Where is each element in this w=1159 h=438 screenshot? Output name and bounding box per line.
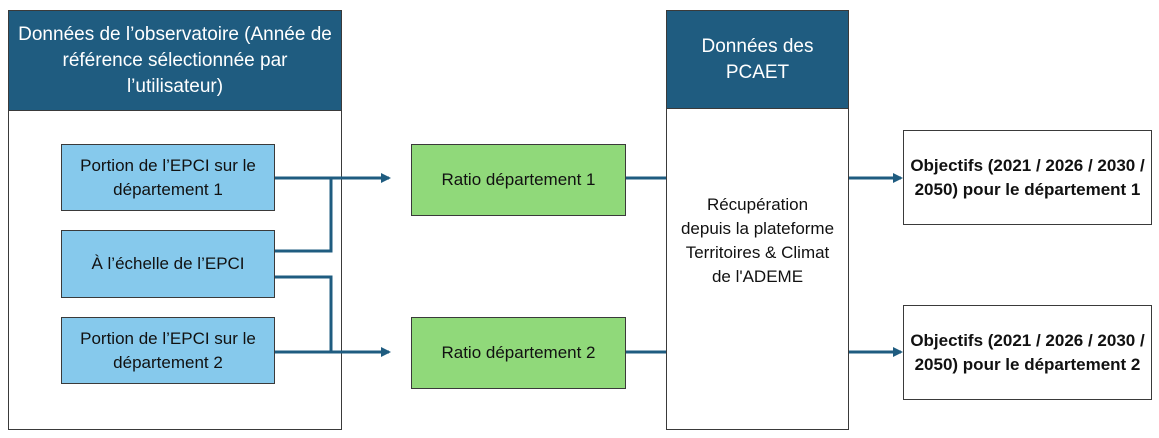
pcaet-title: Données des PCAET bbox=[701, 35, 814, 83]
ratio-departement-2-box: Ratio département 2 bbox=[411, 317, 626, 389]
observatoire-header: Données de l’observatoire (Année de réfé… bbox=[8, 10, 342, 111]
echelle-epci-label: À l’échelle de l’EPCI bbox=[91, 254, 245, 273]
objectifs-departement-2-box: Objectifs (2021 / 2026 / 2030 / 2050) po… bbox=[903, 305, 1152, 400]
portion-departement-1-label: Portion de l’EPCI sur le département 1 bbox=[80, 155, 256, 199]
pcaet-description: Récupération depuis la plateforme Territ… bbox=[680, 195, 835, 286]
pcaet-panel bbox=[666, 107, 849, 430]
objectifs-departement-1-label: Objectifs (2021 / 2026 / 2030 / 2050) po… bbox=[910, 155, 1145, 199]
portion-departement-2-box: Portion de l’EPCI sur le département 2 bbox=[61, 317, 275, 384]
portion-departement-2-label: Portion de l’EPCI sur le département 2 bbox=[80, 328, 256, 372]
portion-departement-1-box: Portion de l’EPCI sur le département 1 bbox=[61, 144, 275, 211]
objectifs-departement-1-box: Objectifs (2021 / 2026 / 2030 / 2050) po… bbox=[903, 130, 1152, 225]
ratio-departement-1-label: Ratio département 1 bbox=[441, 170, 596, 189]
pcaet-header: Données des PCAET bbox=[666, 10, 849, 109]
echelle-epci-box: À l’échelle de l’EPCI bbox=[61, 230, 275, 298]
ratio-departement-2-label: Ratio département 2 bbox=[441, 343, 596, 362]
objectifs-departement-2-label: Objectifs (2021 / 2026 / 2030 / 2050) po… bbox=[910, 330, 1145, 374]
observatoire-title: Données de l’observatoire (Année de réfé… bbox=[18, 23, 332, 97]
ratio-departement-1-box: Ratio département 1 bbox=[411, 144, 626, 216]
connector-echelle-ratio2 bbox=[275, 275, 333, 352]
connector-echelle-ratio1 bbox=[275, 178, 333, 253]
